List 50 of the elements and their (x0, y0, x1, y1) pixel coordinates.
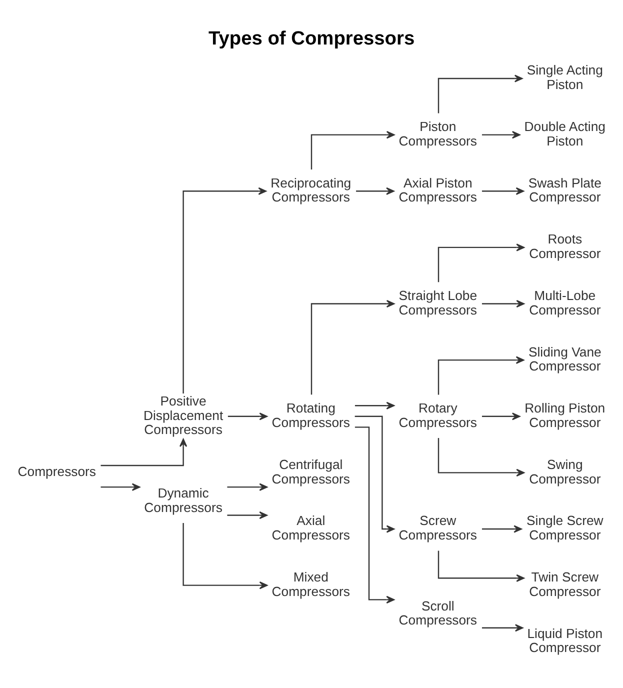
node-text: Reciprocating Compressors (270, 174, 352, 204)
arrow (482, 130, 520, 138)
arrow (310, 299, 395, 394)
node-text: Liquid Piston Compressor (527, 625, 603, 655)
arrow (438, 356, 524, 394)
node-text: Compressors (18, 464, 96, 479)
arrow (100, 482, 140, 490)
diagram-title: Types of Compressors (208, 28, 415, 50)
arrow (438, 74, 523, 113)
node-text: Centrifugal Compressors (272, 456, 350, 486)
node-text: Rotary Compressors (398, 400, 478, 430)
arrow (482, 186, 524, 194)
node-text: Roots Compressor (529, 231, 601, 260)
arrow (354, 426, 394, 604)
node-text: Multi-Lobe Compressor (529, 287, 601, 317)
node-text: Axial Compressors (272, 512, 350, 542)
node-text: Double Acting Piston (524, 118, 606, 148)
arrow (310, 130, 395, 170)
arrow (482, 299, 524, 308)
arrow (482, 412, 520, 420)
arrow (354, 415, 395, 532)
arrow (438, 243, 524, 282)
node-text: Straight Lobe Compressors (398, 287, 478, 317)
arrow (356, 186, 394, 194)
arrow (482, 624, 524, 632)
node-text: Screw Compressors (398, 512, 478, 542)
arrow (227, 510, 268, 519)
node-text: Piston Compressors (398, 118, 478, 148)
arrow (182, 186, 267, 394)
node-text: Single Screw Compressor (526, 512, 604, 542)
arrow (228, 412, 268, 420)
node-text: Sliding Vane Compressor (528, 344, 602, 374)
arrow (182, 522, 268, 589)
arrow (438, 550, 524, 582)
arrow (100, 438, 188, 466)
node-text: Axial Piston Compressors (398, 174, 478, 204)
node-text: Positive Displacement Compressors (143, 392, 224, 437)
arrow (482, 524, 522, 532)
node-text: Dynamic Compressors (144, 485, 222, 514)
node-text: Mixed Compressors (272, 568, 350, 598)
node-text: Rolling Piston Compressor (524, 400, 606, 430)
node-text: Twin Screw Compressor (529, 568, 601, 598)
node-text: Scroll Compressors (398, 598, 478, 628)
node-text: Swing Compressor (529, 456, 601, 486)
node-text: Swash Plate Compressor (528, 174, 602, 204)
arrow (438, 438, 524, 476)
arrow (227, 482, 268, 490)
node-text: Rotating Compressors (272, 400, 350, 430)
arrow (354, 401, 395, 409)
node-text: Single Acting Piston (526, 62, 603, 92)
